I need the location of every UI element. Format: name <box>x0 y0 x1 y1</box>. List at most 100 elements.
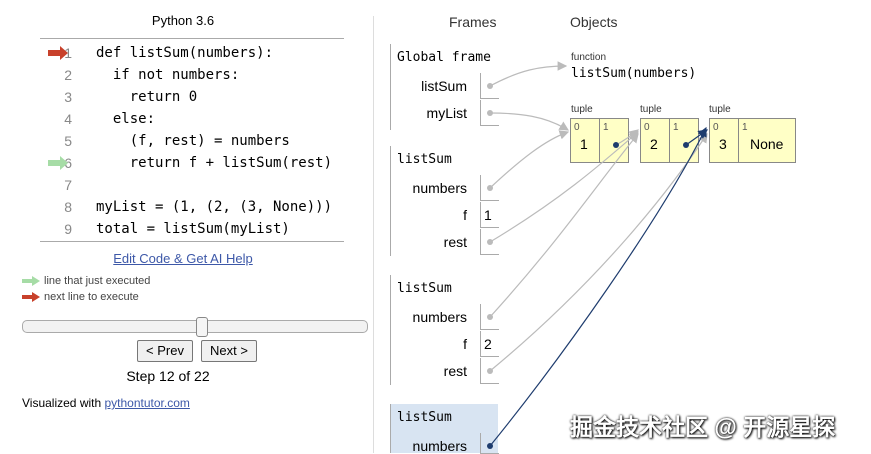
frame-title: listSum <box>397 410 452 425</box>
var-value: 1 <box>484 207 492 223</box>
tuple-cell: 1 None <box>739 119 795 162</box>
step-counter: Step 12 of 22 <box>126 368 210 384</box>
cell-index: 0 <box>574 122 580 133</box>
executed-line-arrow-icon <box>48 156 68 170</box>
frame-title: listSum <box>397 152 452 167</box>
slider-handle[interactable] <box>195 317 208 337</box>
frame-title: listSum <box>397 281 452 296</box>
pythontutor-link[interactable]: pythontutor.com <box>104 396 190 410</box>
var-box <box>480 331 499 357</box>
tuple-object: 0 2 1 <box>640 118 699 163</box>
code-top-divider <box>40 38 344 39</box>
visualized-with: Visualized with pythontutor.com <box>22 396 190 410</box>
var-name: myList <box>426 105 467 121</box>
frames-header: Frames <box>449 14 497 30</box>
next-button[interactable]: Next > <box>201 340 257 362</box>
code-text: return 0 <box>96 89 198 105</box>
var-box <box>480 100 499 126</box>
tuple-label: tuple <box>640 104 662 115</box>
code-text: if not numbers: <box>96 67 240 83</box>
pointer-dot <box>487 239 493 245</box>
tuple-label: tuple <box>571 104 593 115</box>
prev-button[interactable]: < Prev <box>137 340 193 362</box>
cell-value: None <box>750 136 784 152</box>
var-box <box>480 229 499 255</box>
line-number: 3 <box>64 89 72 105</box>
next-line-arrow-icon <box>48 46 68 60</box>
code-text: return f + listSum(rest) <box>96 155 333 171</box>
line-number: 4 <box>64 111 72 127</box>
pointer-dot <box>487 314 493 320</box>
tuple-cell: 0 2 <box>641 119 670 162</box>
executed-legend-arrow-icon <box>22 276 40 286</box>
line-number: 5 <box>64 133 72 149</box>
var-name: rest <box>443 363 467 379</box>
listsum-frame: listSum numbers f 2 rest <box>390 275 499 385</box>
var-name: numbers <box>412 438 467 454</box>
function-object: listSum(numbers) <box>571 66 697 81</box>
code-text: total = listSum(myList) <box>96 221 290 237</box>
tuple-cell: 0 3 <box>710 119 739 162</box>
var-box <box>480 304 499 330</box>
code-text: myList = (1, (2, (3, None))) <box>96 199 333 215</box>
pointer-dot <box>683 142 689 148</box>
cell-index: 1 <box>742 122 748 133</box>
var-box <box>480 202 499 228</box>
cell-value: 2 <box>650 136 658 152</box>
var-name: numbers <box>412 309 467 325</box>
cell-index: 0 <box>644 122 650 133</box>
global-frame: Global frame listSum myList <box>390 44 499 130</box>
function-label: function <box>571 52 607 63</box>
line-number: 8 <box>64 199 72 215</box>
pointer-dot <box>487 110 493 116</box>
objects-header: Objects <box>570 14 618 30</box>
var-box <box>480 175 499 201</box>
pointer-dot <box>487 185 493 191</box>
var-name: f <box>463 336 467 352</box>
tuple-cell: 1 <box>670 119 698 162</box>
tuple-object: 0 1 1 <box>570 118 629 163</box>
pointer-dot <box>487 83 493 89</box>
cell-index: 1 <box>603 122 609 133</box>
line-number: 9 <box>64 221 72 237</box>
tuple-cell: 0 1 <box>571 119 600 162</box>
var-name: listSum <box>421 78 467 94</box>
var-box <box>480 358 499 384</box>
legend-next-to-execute: next line to execute <box>44 291 139 303</box>
frame-title: Global frame <box>397 50 491 65</box>
cell-value: 1 <box>580 136 588 152</box>
var-name: numbers <box>412 180 467 196</box>
visualized-with-label: Visualized with <box>22 396 102 410</box>
var-name: rest <box>443 234 467 250</box>
line-number: 2 <box>64 67 72 83</box>
next-legend-arrow-icon <box>22 292 40 302</box>
line-number: 7 <box>64 177 72 193</box>
legend-just-executed: line that just executed <box>44 275 151 287</box>
panel-divider <box>373 16 374 453</box>
watermark: 掘金技术社区 @ 开源星探 <box>570 414 836 440</box>
code-text: else: <box>96 111 156 127</box>
code-text: (f, rest) = numbers <box>96 133 290 149</box>
language-label: Python 3.6 <box>151 13 215 28</box>
active-listsum-frame: listSum numbers <box>390 404 499 454</box>
pointer-dot <box>487 368 493 374</box>
var-name: f <box>463 207 467 223</box>
step-slider[interactable] <box>22 320 368 333</box>
listsum-frame: listSum numbers f 1 rest <box>390 146 499 256</box>
code-bottom-divider <box>40 241 344 242</box>
code-text: def listSum(numbers): <box>96 45 274 61</box>
line-number: 1 <box>64 45 72 61</box>
pointer-dot <box>487 443 493 449</box>
cell-index: 1 <box>673 122 679 133</box>
cell-index: 0 <box>713 122 719 133</box>
pointer-lines <box>489 61 708 372</box>
var-value: 2 <box>484 336 492 352</box>
cell-value: 3 <box>719 136 727 152</box>
tuple-label: tuple <box>709 104 731 115</box>
line-number: 6 <box>64 155 72 171</box>
pointer-dot <box>613 142 619 148</box>
var-box <box>480 73 499 99</box>
tuple-object: 0 3 1 None <box>709 118 796 163</box>
tuple-cell: 1 <box>600 119 628 162</box>
edit-code-link[interactable]: Edit Code & Get AI Help <box>113 251 253 266</box>
